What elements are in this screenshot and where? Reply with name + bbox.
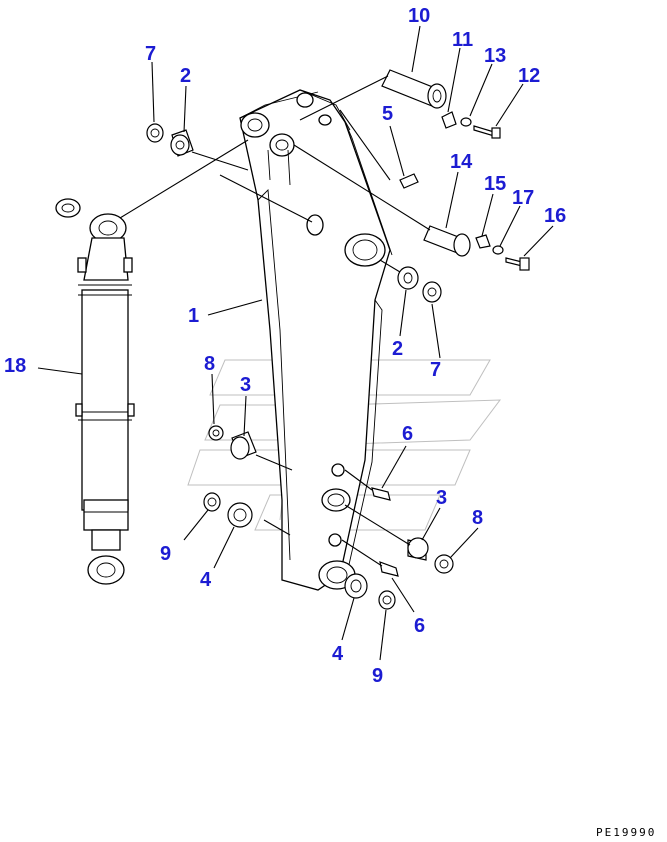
callout-11: 11 (452, 29, 473, 51)
callout-14: 14 (450, 151, 473, 173)
callout-12: 12 (518, 65, 540, 87)
callout-labels: 10 11 13 12 7 2 5 14 15 17 16 1 18 2 7 8… (4, 5, 566, 687)
leader-lines (37, 25, 554, 661)
callout-8-left: 8 (204, 353, 215, 375)
hardware-parts (146, 69, 530, 610)
callout-3-left: 3 (240, 374, 251, 396)
callout-9-bottom: 9 (372, 665, 383, 687)
callout-16: 16 (544, 205, 566, 227)
callout-3-right: 3 (436, 487, 447, 509)
callout-9-left: 9 (160, 543, 171, 565)
callout-17: 17 (512, 187, 534, 209)
callout-1: 1 (188, 305, 199, 327)
callout-18: 18 (4, 355, 26, 377)
callout-2-top: 2 (180, 65, 191, 87)
callout-5: 5 (382, 103, 393, 125)
hydraulic-cylinder (55, 198, 135, 585)
callout-8-right: 8 (472, 507, 483, 529)
callout-6-upper: 6 (402, 423, 413, 445)
drawing-reference-code: PE19990 (596, 826, 656, 839)
callout-6-lower: 6 (414, 615, 425, 637)
boom-arm (239, 89, 393, 591)
callout-7-mid: 7 (430, 359, 441, 381)
callout-10: 10 (408, 5, 430, 27)
callout-4-left: 4 (200, 569, 212, 591)
callout-7-top: 7 (145, 43, 156, 65)
callout-13: 13 (484, 45, 506, 67)
callout-4-bottom: 4 (332, 643, 344, 665)
callout-15: 15 (484, 173, 506, 195)
callout-2-mid: 2 (392, 338, 403, 360)
